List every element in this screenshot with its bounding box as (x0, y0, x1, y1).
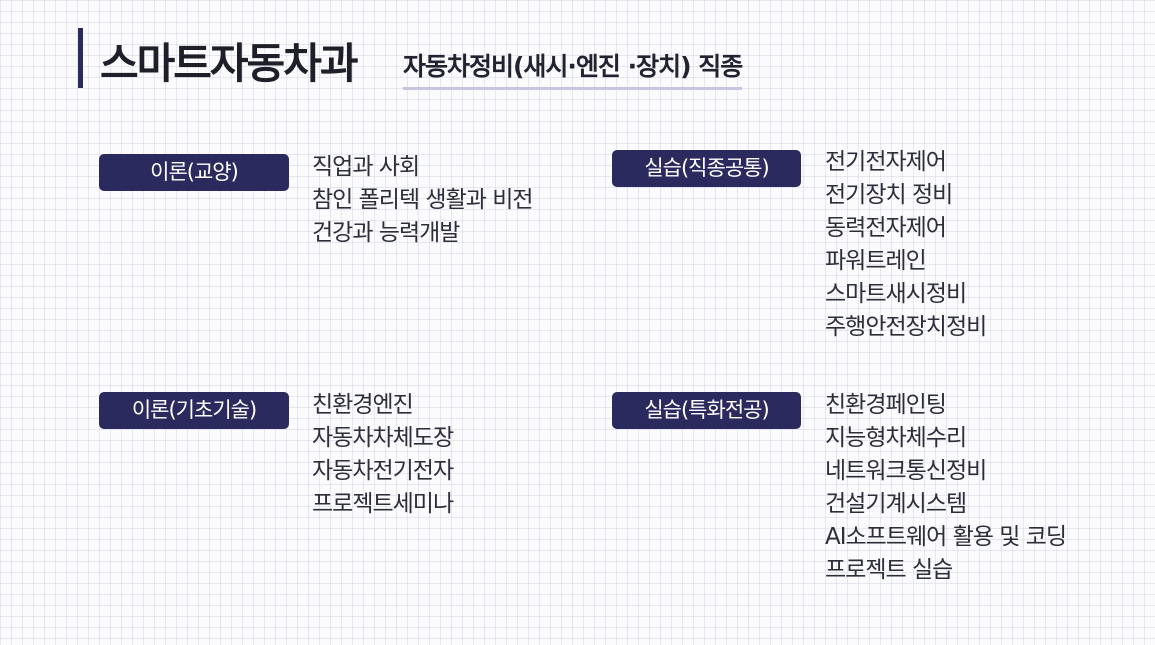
list-item: 스마트새시정비 (825, 281, 967, 307)
section-badge-practice-specialized: 실습(특화전공) (612, 392, 801, 429)
page-subtitle: 자동차정비(새시·엔진 ·장치) 직종 (403, 47, 743, 90)
list-item: 주행안전장치정비 (825, 314, 987, 340)
list-item: AI소프트웨어 활용 및 코딩 (825, 524, 1067, 550)
section-badge-theory-basic: 이론(기초기술) (99, 392, 289, 429)
section-list-practice-specialized: 친환경페인팅 지능형차체수리 네트워크통신정비 건설기계시스템 AI소프트웨어 … (825, 389, 1067, 587)
list-item: 참인 폴리텍 생활과 비전 (312, 187, 534, 213)
section-list-practice-common: 전기전자제어 전기장치 정비 동력전자제어 파워트레인 스마트새시정비 주행안전… (825, 146, 987, 344)
header-accent-bar (78, 28, 83, 88)
list-item: 프로젝트세미나 (312, 491, 454, 517)
list-item: 직업과 사회 (312, 154, 420, 180)
list-item: 친환경페인팅 (825, 392, 947, 418)
list-item: 파워트레인 (825, 248, 927, 274)
list-item: 지능형차체수리 (825, 425, 967, 451)
list-item: 전기전자제어 (825, 149, 947, 175)
list-item: 자동차전기전자 (312, 458, 454, 484)
section-badge-practice-common: 실습(직종공통) (612, 150, 801, 187)
page-title: 스마트자동차과 (100, 39, 358, 88)
list-item: 동력전자제어 (825, 215, 947, 241)
list-item: 친환경엔진 (312, 392, 414, 418)
section-badge-theory-liberal: 이론(교양) (99, 154, 289, 191)
list-item: 건강과 능력개발 (312, 220, 460, 246)
list-item: 건설기계시스템 (825, 491, 967, 517)
section-list-theory-liberal: 직업과 사회 참인 폴리텍 생활과 비전 건강과 능력개발 (312, 151, 534, 250)
section-list-theory-basic: 친환경엔진 자동차차체도장 자동차전기전자 프로젝트세미나 (312, 389, 454, 521)
list-item: 프로젝트 실습 (825, 557, 953, 583)
list-item: 네트워크통신정비 (825, 458, 987, 484)
list-item: 자동차차체도장 (312, 425, 454, 451)
list-item: 전기장치 정비 (825, 182, 953, 208)
